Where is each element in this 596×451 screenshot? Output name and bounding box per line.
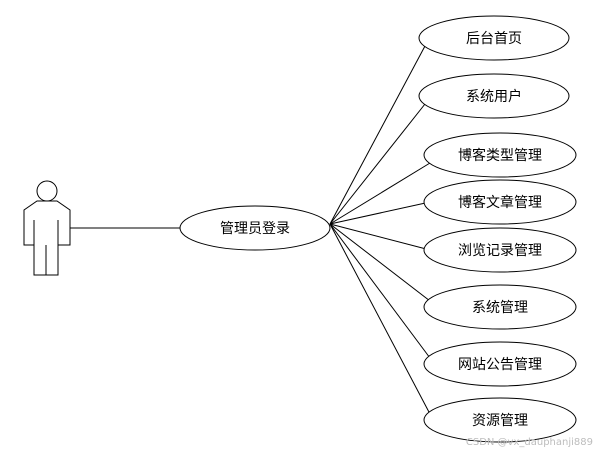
use-case-label: 后台首页 bbox=[466, 31, 522, 47]
use-case-ellipse bbox=[423, 284, 577, 330]
use-case-label: 博客文章管理 bbox=[458, 194, 542, 211]
actor-head bbox=[36, 180, 58, 202]
connector-line bbox=[329, 201, 431, 225]
use-case-ellipse bbox=[418, 73, 570, 119]
use-case-ellipse bbox=[418, 15, 570, 61]
use-case-item: 资源管理 bbox=[423, 397, 577, 443]
center-use-case: 管理员登录 bbox=[179, 205, 331, 251]
use-case-label: 系统管理 bbox=[472, 300, 528, 316]
use-case-label: 浏览记录管理 bbox=[458, 243, 542, 259]
use-case-item: 博客类型管理 bbox=[423, 132, 577, 178]
use-case-item: 浏览记录管理 bbox=[423, 227, 577, 273]
connector-line bbox=[329, 223, 431, 415]
use-case-label: 网站公告管理 bbox=[458, 357, 542, 373]
use-case-item: 系统用户 bbox=[418, 73, 570, 119]
center-use-case-label: 管理员登录 bbox=[220, 221, 290, 237]
use-case-ellipse bbox=[423, 132, 577, 178]
connector-line bbox=[329, 223, 431, 302]
actor-body bbox=[23, 200, 71, 276]
connector-line bbox=[329, 162, 431, 225]
watermark-text: CSDN @vx_dauphanji889 bbox=[465, 437, 593, 448]
center-use-case-ellipse bbox=[179, 205, 331, 251]
use-case-label: 博客类型管理 bbox=[458, 147, 542, 164]
connector-line bbox=[329, 223, 431, 359]
connector-line bbox=[329, 45, 426, 225]
use-case-ellipse bbox=[423, 179, 577, 225]
use-case-item: 系统管理 bbox=[423, 284, 577, 330]
use-case-label: 资源管理 bbox=[472, 413, 528, 429]
use-case-item: 网站公告管理 bbox=[423, 341, 577, 387]
connector-line bbox=[329, 103, 426, 225]
actor-figure bbox=[23, 180, 71, 276]
use-case-item: 博客文章管理 bbox=[423, 179, 577, 225]
use-case-item: 后台首页 bbox=[418, 15, 570, 61]
use-case-label: 系统用户 bbox=[466, 88, 522, 105]
use-case-ellipse bbox=[423, 227, 577, 273]
connector-lines bbox=[329, 45, 431, 415]
use-case-ellipse bbox=[423, 397, 577, 443]
use-case-ellipse bbox=[423, 341, 577, 387]
connector-line bbox=[329, 223, 431, 251]
